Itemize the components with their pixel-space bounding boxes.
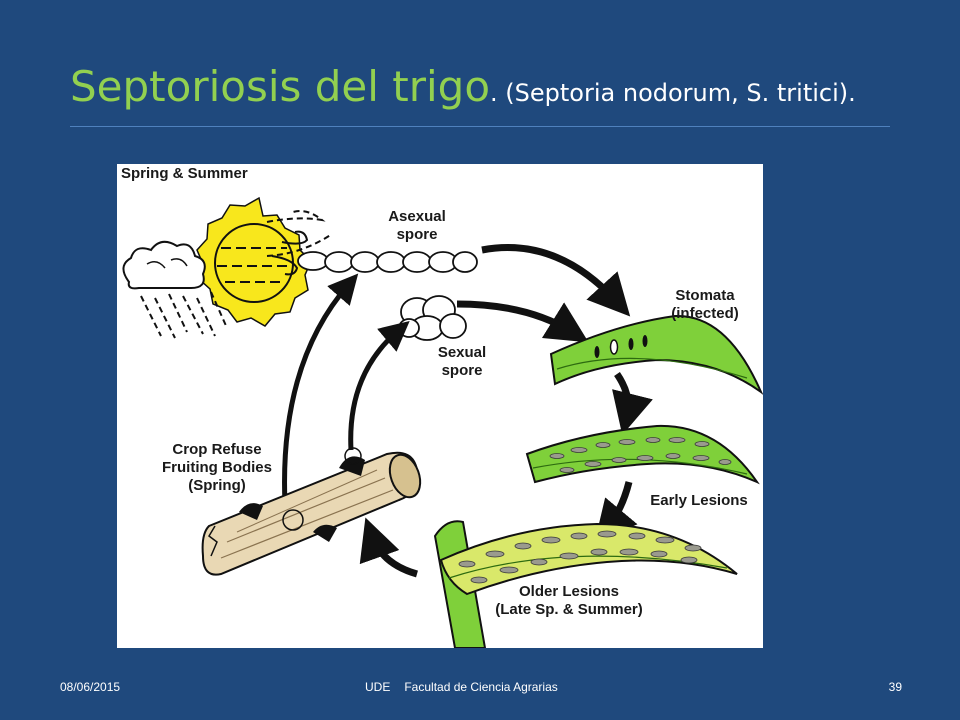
- arrow-sexual-to-stomata: [456, 300, 589, 343]
- stomata-label: Stomata: [675, 287, 735, 304]
- fruiting-body-icon: [239, 503, 263, 520]
- sun-icon: [196, 196, 312, 327]
- rain-icon: [140, 291, 228, 339]
- early-lesions-label: Early Lesions: [650, 492, 748, 509]
- cloud-icon: [122, 240, 206, 290]
- asexual-spore-sublabel: spore: [397, 226, 438, 243]
- stomata-sublabel: (infected): [671, 305, 739, 322]
- crop-refuse-label: Crop Refuse: [172, 441, 261, 458]
- sexual-spore-sublabel: spore: [442, 362, 483, 379]
- arrow-stomata-to-early: [612, 372, 653, 436]
- wind-icon: [266, 210, 333, 276]
- arrow-refuse-to-asexual: [282, 273, 359, 505]
- arrow-early-to-older: [594, 481, 638, 544]
- sexual-spore-cluster: [398, 295, 467, 341]
- older-lesions-label: Older Lesions: [519, 583, 619, 600]
- footer-center: UDE Facultad de Ciencia Agrarias: [365, 680, 572, 694]
- title-divider: [70, 126, 890, 127]
- footer-page-number: 39: [888, 680, 902, 694]
- crop-season-label: (Spring): [188, 477, 246, 494]
- crop-refuse-straw: [201, 447, 422, 576]
- arrow-older-to-refuse: [359, 517, 419, 578]
- asexual-spore-chain: [297, 251, 478, 273]
- sexual-spore-label: Sexual: [438, 344, 486, 361]
- older-lesions-leaf: [433, 520, 738, 648]
- disease-cycle-svg: Spring & Summer Asexual: [121, 165, 763, 648]
- footer-faculty: Facultad de Ciencia Agrarias: [404, 680, 558, 694]
- slide-title-main: Septoriosis del trigo: [70, 62, 491, 111]
- asexual-spore-label: Asexual: [388, 208, 446, 225]
- season-label: Spring & Summer: [121, 165, 248, 182]
- stomata-leaf: [549, 314, 763, 395]
- footer-date: 08/06/2015: [60, 680, 121, 694]
- older-lesions-sublabel: (Late Sp. & Summer): [495, 601, 643, 618]
- fruiting-bodies-label: Fruiting Bodies: [162, 459, 272, 476]
- arrow-refuse-to-sexual: [348, 320, 410, 451]
- slide-title: Septoriosis del trigo. (Septoria nodorum…: [70, 62, 856, 111]
- slide-title-subtitle: . (Septoria nodorum, S. tritici).: [490, 79, 856, 107]
- fruiting-body-icon: [313, 524, 337, 542]
- footer-org: UDE: [365, 680, 391, 694]
- disease-cycle-diagram: Spring & Summer Asexual: [117, 164, 763, 648]
- arrow-asexual-to-stomata: [481, 244, 631, 317]
- early-lesions-leaf: [525, 424, 760, 485]
